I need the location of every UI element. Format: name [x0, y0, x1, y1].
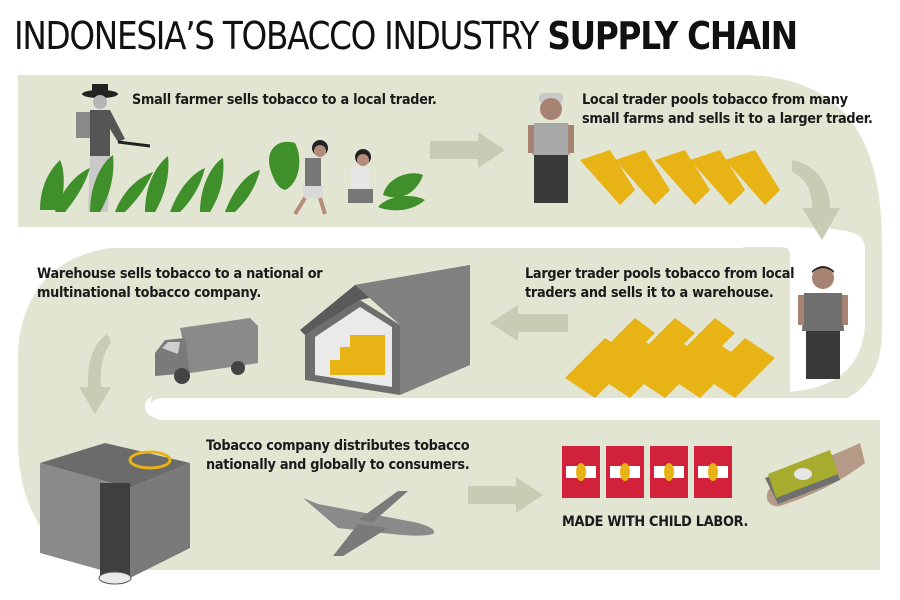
- step-3-line-1: Larger trader pools tobacco from local: [525, 266, 795, 282]
- tobacco-bundles-icon: [565, 318, 775, 398]
- step-5-line-2: nationally and globally to consumers.: [206, 457, 470, 473]
- step-4-text: Warehouse sells tobacco to a national or…: [37, 265, 323, 303]
- larger-trader-icon: [798, 266, 848, 379]
- warehouse-icon: [300, 265, 470, 395]
- flow-arrow-icon: [430, 132, 505, 168]
- step-2-line-1: Local trader pools tobacco from many: [582, 92, 848, 108]
- flow-arrow-icon: [490, 305, 568, 341]
- cigarette-packs-icon: [562, 446, 732, 498]
- flow-arrow-icon: [79, 334, 111, 414]
- child-labor-label: MADE WITH CHILD LABOR.: [562, 514, 749, 530]
- airplane-icon: [303, 491, 435, 556]
- step-2-line-2: small farms and sells it to a larger tra…: [582, 111, 873, 127]
- step-3-text: Larger trader pools tobacco from local t…: [525, 265, 795, 303]
- step-5-line-1: Tobacco company distributes tobacco: [206, 438, 470, 454]
- local-trader-icon: [528, 93, 574, 203]
- title-light: INDONESIA’S TOBACCO INDUSTRY: [14, 14, 548, 58]
- step-4-line-2: multinational tobacco company.: [37, 285, 261, 301]
- tobacco-plants-icon: [40, 155, 260, 212]
- step-2-text: Local trader pools tobacco from many sma…: [582, 91, 873, 129]
- step-1-text: Small farmer sells tobacco to a local tr…: [132, 92, 437, 108]
- child-carrying-leaves-icon: [269, 140, 328, 216]
- title-bold: SUPPLY CHAIN: [547, 14, 798, 58]
- child-picking-leaves-icon: [348, 149, 425, 211]
- company-building-icon: [40, 443, 190, 585]
- tobacco-bundles-icon: [580, 150, 780, 205]
- step-4-line-1: Warehouse sells tobacco to a national or: [37, 266, 323, 282]
- flow-arrow-icon: [468, 477, 543, 513]
- truck-icon: [155, 318, 258, 384]
- step-5-text: Tobacco company distributes tobacco nati…: [206, 437, 470, 475]
- page-title: INDONESIA’S TOBACCO INDUSTRY SUPPLY CHAI…: [14, 14, 798, 58]
- step-3-line-2: traders and sells it to a warehouse.: [525, 285, 774, 301]
- flow-arrow-icon: [792, 160, 840, 240]
- hand-with-money-icon: [765, 443, 865, 507]
